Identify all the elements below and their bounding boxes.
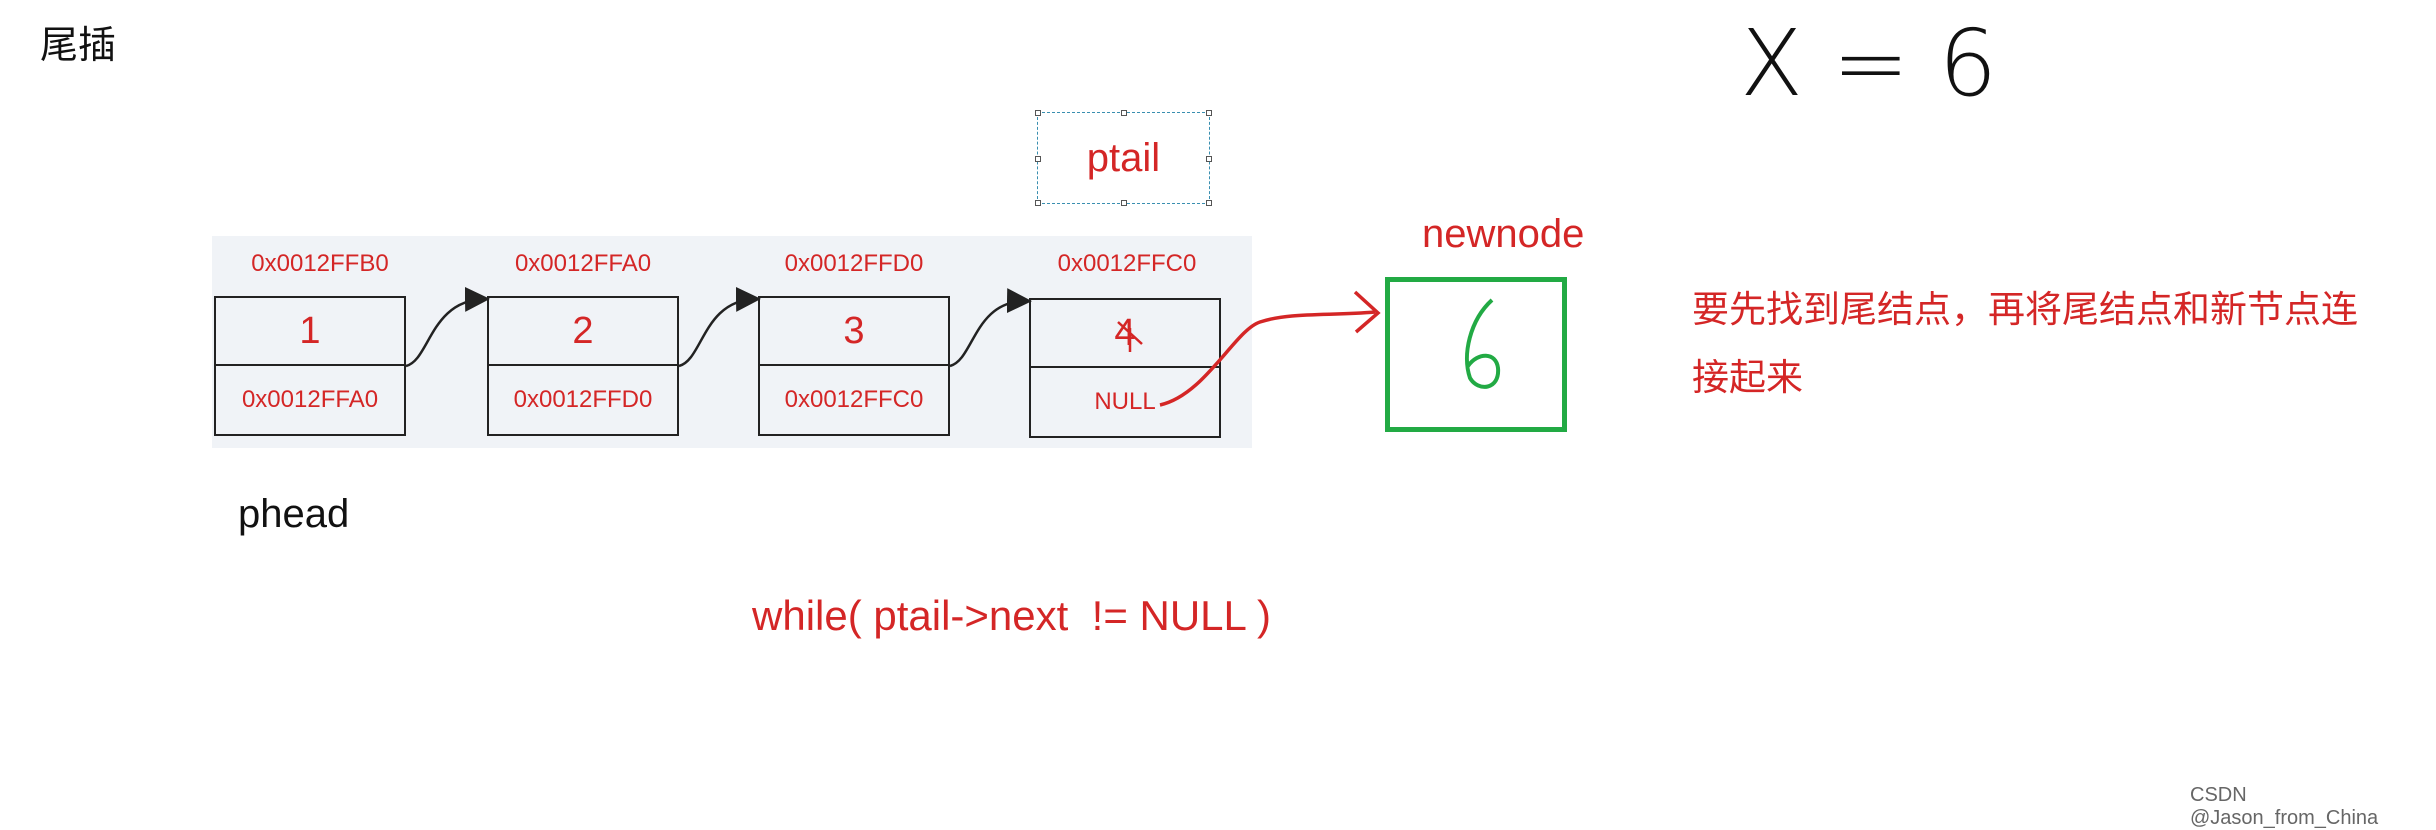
note-line: 要先找到尾结点，再将尾结点和新节点连 bbox=[1692, 288, 2358, 331]
handwritten-digit-six bbox=[1465, 298, 1501, 389]
handwritten-link-arrow bbox=[1159, 310, 1376, 407]
resize-handle[interactable] bbox=[1121, 110, 1127, 116]
handwritten-arrowhead bbox=[1353, 290, 1381, 334]
resize-handle[interactable] bbox=[1206, 110, 1212, 116]
loop-condition: while( ptail->next != NULL ) bbox=[752, 592, 1271, 639]
list-node: 3 0x0012FFC0 bbox=[758, 296, 950, 436]
node-value: 1 bbox=[216, 298, 404, 366]
next-pointer-arrow bbox=[405, 286, 490, 368]
next-pointer-arrow bbox=[949, 288, 1032, 368]
next-pointer-arrow bbox=[678, 286, 761, 368]
node-next: NULL bbox=[1094, 388, 1156, 415]
node-value: 3 bbox=[760, 298, 948, 366]
resize-handle[interactable] bbox=[1206, 200, 1212, 206]
node-address: 0x0012FFB0 bbox=[251, 250, 389, 277]
node-address: 0x0012FFD0 bbox=[784, 250, 924, 277]
resize-handle[interactable] bbox=[1035, 110, 1041, 116]
linked-list-panel bbox=[212, 236, 1252, 448]
node-next: 0x0012FFD0 bbox=[513, 386, 653, 413]
list-node: 2 0x0012FFD0 bbox=[487, 296, 679, 436]
note-line: 接起来 bbox=[1692, 356, 1803, 399]
node-next: 0x0012FFC0 bbox=[784, 386, 924, 413]
node-address: 0x0012FFA0 bbox=[514, 250, 652, 277]
watermark-credit: CSDN @Jason_from_China bbox=[2190, 784, 2379, 829]
node-next: 0x0012FFA0 bbox=[241, 386, 379, 413]
list-node: 1 0x0012FFA0 bbox=[214, 296, 406, 436]
resize-handle[interactable] bbox=[1035, 200, 1041, 206]
ptail-label: ptail bbox=[1086, 135, 1161, 180]
node-address: 0x0012FFC0 bbox=[1057, 250, 1197, 277]
handwritten-assignment: X = 6 bbox=[1740, 10, 1998, 117]
resize-handle[interactable] bbox=[1035, 156, 1041, 162]
page-title: 尾插 bbox=[40, 23, 117, 67]
phead-label: phead bbox=[238, 492, 350, 536]
handwritten-strike-mark bbox=[1117, 321, 1143, 352]
explanation-note: 要先找到尾结点，再将尾结点和新节点连 接起来 bbox=[1692, 276, 2432, 412]
resize-handle[interactable] bbox=[1206, 156, 1212, 162]
ptail-selection-box[interactable]: ptail bbox=[1035, 110, 1212, 206]
resize-handle[interactable] bbox=[1121, 200, 1127, 206]
newnode-label: newnode bbox=[1422, 212, 1585, 256]
newnode-box bbox=[1385, 277, 1567, 432]
node-value: 2 bbox=[489, 298, 677, 366]
